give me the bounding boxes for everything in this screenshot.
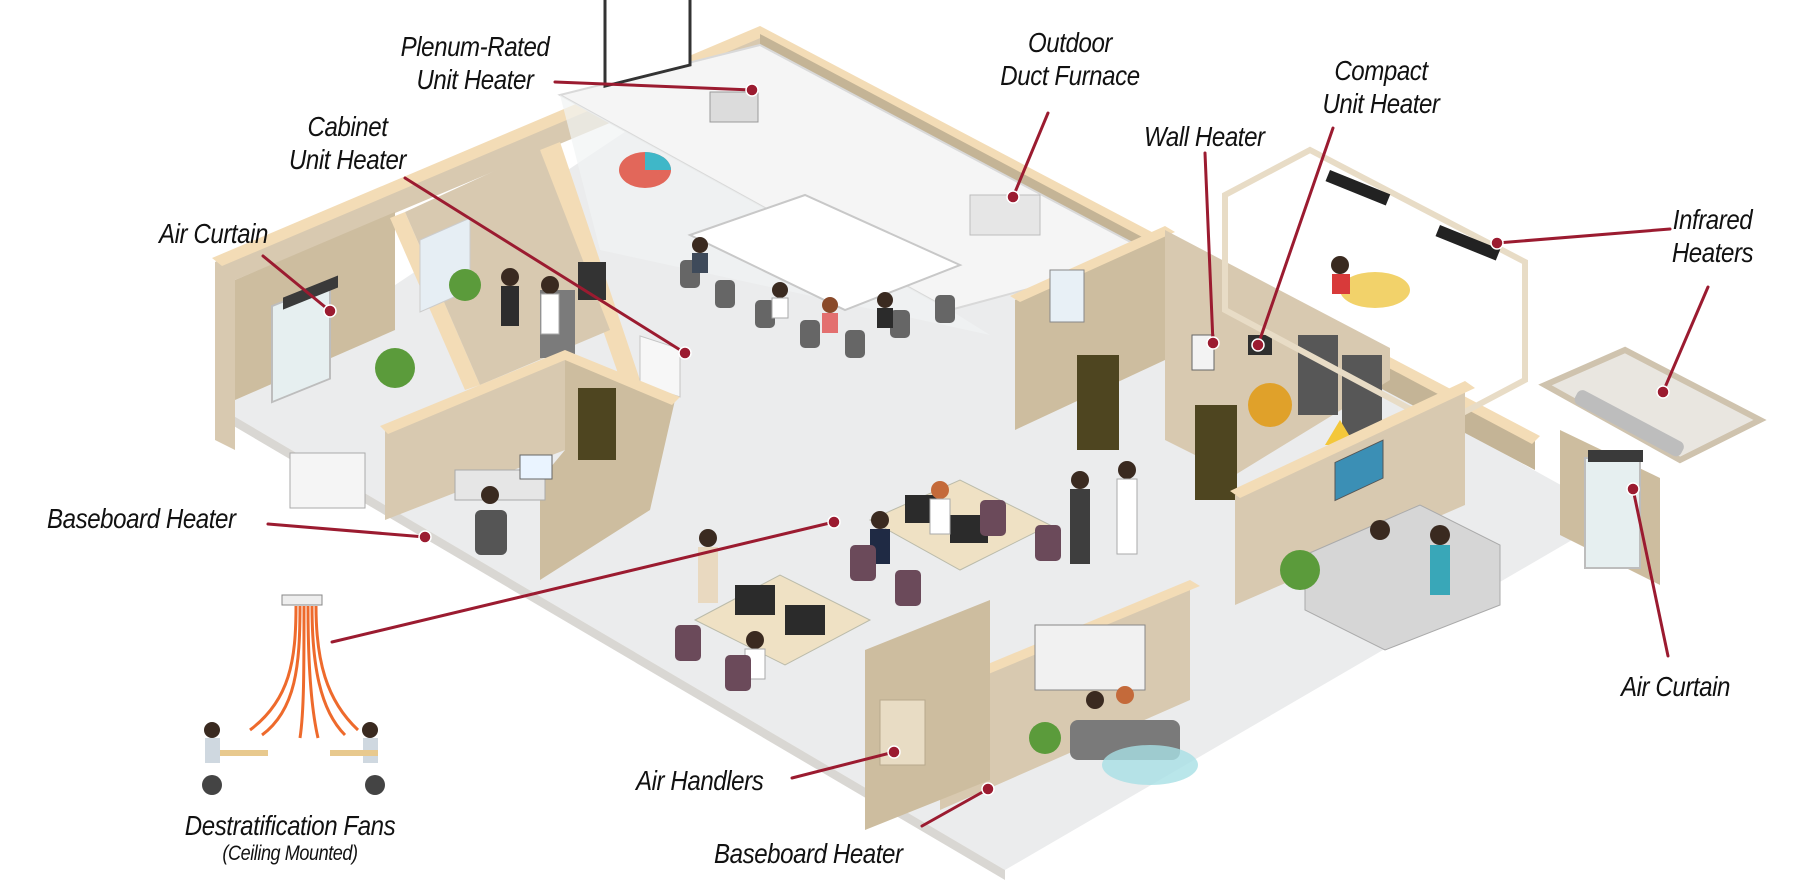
infrared-heater-unit [1574,390,1684,457]
label-compact-unit-heater: Compact Unit Heater [1299,54,1462,120]
visitor [1430,525,1450,545]
conference-people [692,237,893,333]
lounge-table [1102,745,1198,785]
label-line: Baseboard Heater [47,503,236,534]
reception-wall-top [1230,381,1475,498]
destrat-fan-inset [202,594,385,795]
label-line: Unit Heater [288,144,407,175]
label-line: Baseboard Heater [714,838,903,869]
small-office-monitor [519,454,553,480]
label-air-handlers: Air Handlers [636,764,764,797]
label-outdoor-duct-furnace: Outdoor Duct Furnace [984,26,1156,92]
label-line: Air Curtain [159,218,269,249]
label-baseboard-heater-left: Baseboard Heater [47,502,236,535]
right-rooms-back-wall [1015,230,1165,430]
air-curtain-right-unit [1588,450,1643,462]
meeting-table-small [1340,272,1410,308]
right-entry-door [1584,457,1641,569]
vacuum [1248,383,1292,427]
plant-reception [1280,550,1320,590]
label-cabinet-unit-heater: Cabinet Unit Heater [268,110,427,176]
air-handler-room-wall [865,600,990,830]
person-kitchen-2-body [540,293,560,335]
infrared-room-frame [1222,146,1528,429]
label-line: Unit Heater [1322,88,1440,119]
person-infrared-room-body [1332,274,1350,294]
label-line: Air Handlers [636,765,764,796]
label-line: Infrared [1672,204,1753,235]
small-office-back-wall [385,355,565,520]
label-line: Wall Heater [1144,121,1265,152]
label-line: Cabinet [307,111,388,142]
lounge-person-2 [1116,686,1134,704]
plant-left [375,348,415,388]
reception-wall [1235,385,1465,605]
label-line: Unit Heater [416,64,534,95]
label-line: Destratification Fans [184,810,396,841]
leader-lines [261,80,1710,828]
label-line: Outdoor [1027,27,1112,58]
label-line: Plenum-Rated [400,31,550,62]
utility-door-1 [1077,355,1119,450]
label-line: Heaters [1671,237,1754,268]
conference-chairs [680,260,955,358]
air-curtain-left-unit [283,275,338,310]
destrat-worker-left [202,722,268,795]
copier [289,452,366,509]
receptionist [1370,520,1390,540]
window-small [1049,269,1085,323]
presentation-screen [603,0,692,89]
reception-desk [1304,504,1501,651]
person-kitchen-1-body [501,286,519,326]
infrared-heater-1 [1325,169,1391,206]
label-plenum-rated-unit-heater: Plenum-Rated Unit Heater [385,30,566,96]
floor-edge [215,405,1005,880]
label-air-curtain-right: Air Curtain [1621,670,1730,703]
label-destratification-fans: Destratification Fans (Ceiling Mounted) [170,809,411,866]
utility-door-2 [1195,405,1237,500]
server-cabinet-2 [1342,355,1382,435]
person-infrared-room [1331,256,1349,274]
label-infrared-heaters: Infrared Heaters [1650,203,1775,269]
small-office-person [481,486,499,504]
pie-graphic-slice [645,152,671,170]
lounge-window [1034,624,1146,691]
duct-furnace-unit [969,194,1041,236]
ceiling-fan-icon [281,594,323,606]
visitor-body [1430,545,1450,595]
small-office-side-wall [540,355,675,580]
label-line: Compact [1334,55,1428,86]
server-cabinet-1 [1298,335,1338,415]
label-air-curtain-left: Air Curtain [159,217,268,250]
person-kitchen-1 [501,268,519,286]
small-office-door [578,388,616,460]
label-line: Duct Furnace [1000,60,1140,91]
infrared-heater-2 [1435,224,1501,261]
label-baseboard-heater-bottom: Baseboard Heater [714,837,903,870]
label-subline: (Ceiling Mounted) [222,842,358,865]
plant-kitchen [449,269,481,301]
plant-lounge [1029,722,1061,754]
small-office-chair [475,510,507,555]
person-kitchen-2 [541,276,559,294]
marker-dots [323,83,1670,796]
destrat-worker-right [330,722,385,795]
wall-tv [1334,439,1384,502]
label-line: Air Curtain [1621,671,1731,702]
lounge-person-1 [1086,691,1104,709]
small-office-top [380,350,680,434]
open-office-chairs [675,500,1061,691]
label-wall-heater: Wall Heater [1144,120,1265,153]
conference-table [687,193,963,312]
plenum-heater-unit [709,91,759,123]
